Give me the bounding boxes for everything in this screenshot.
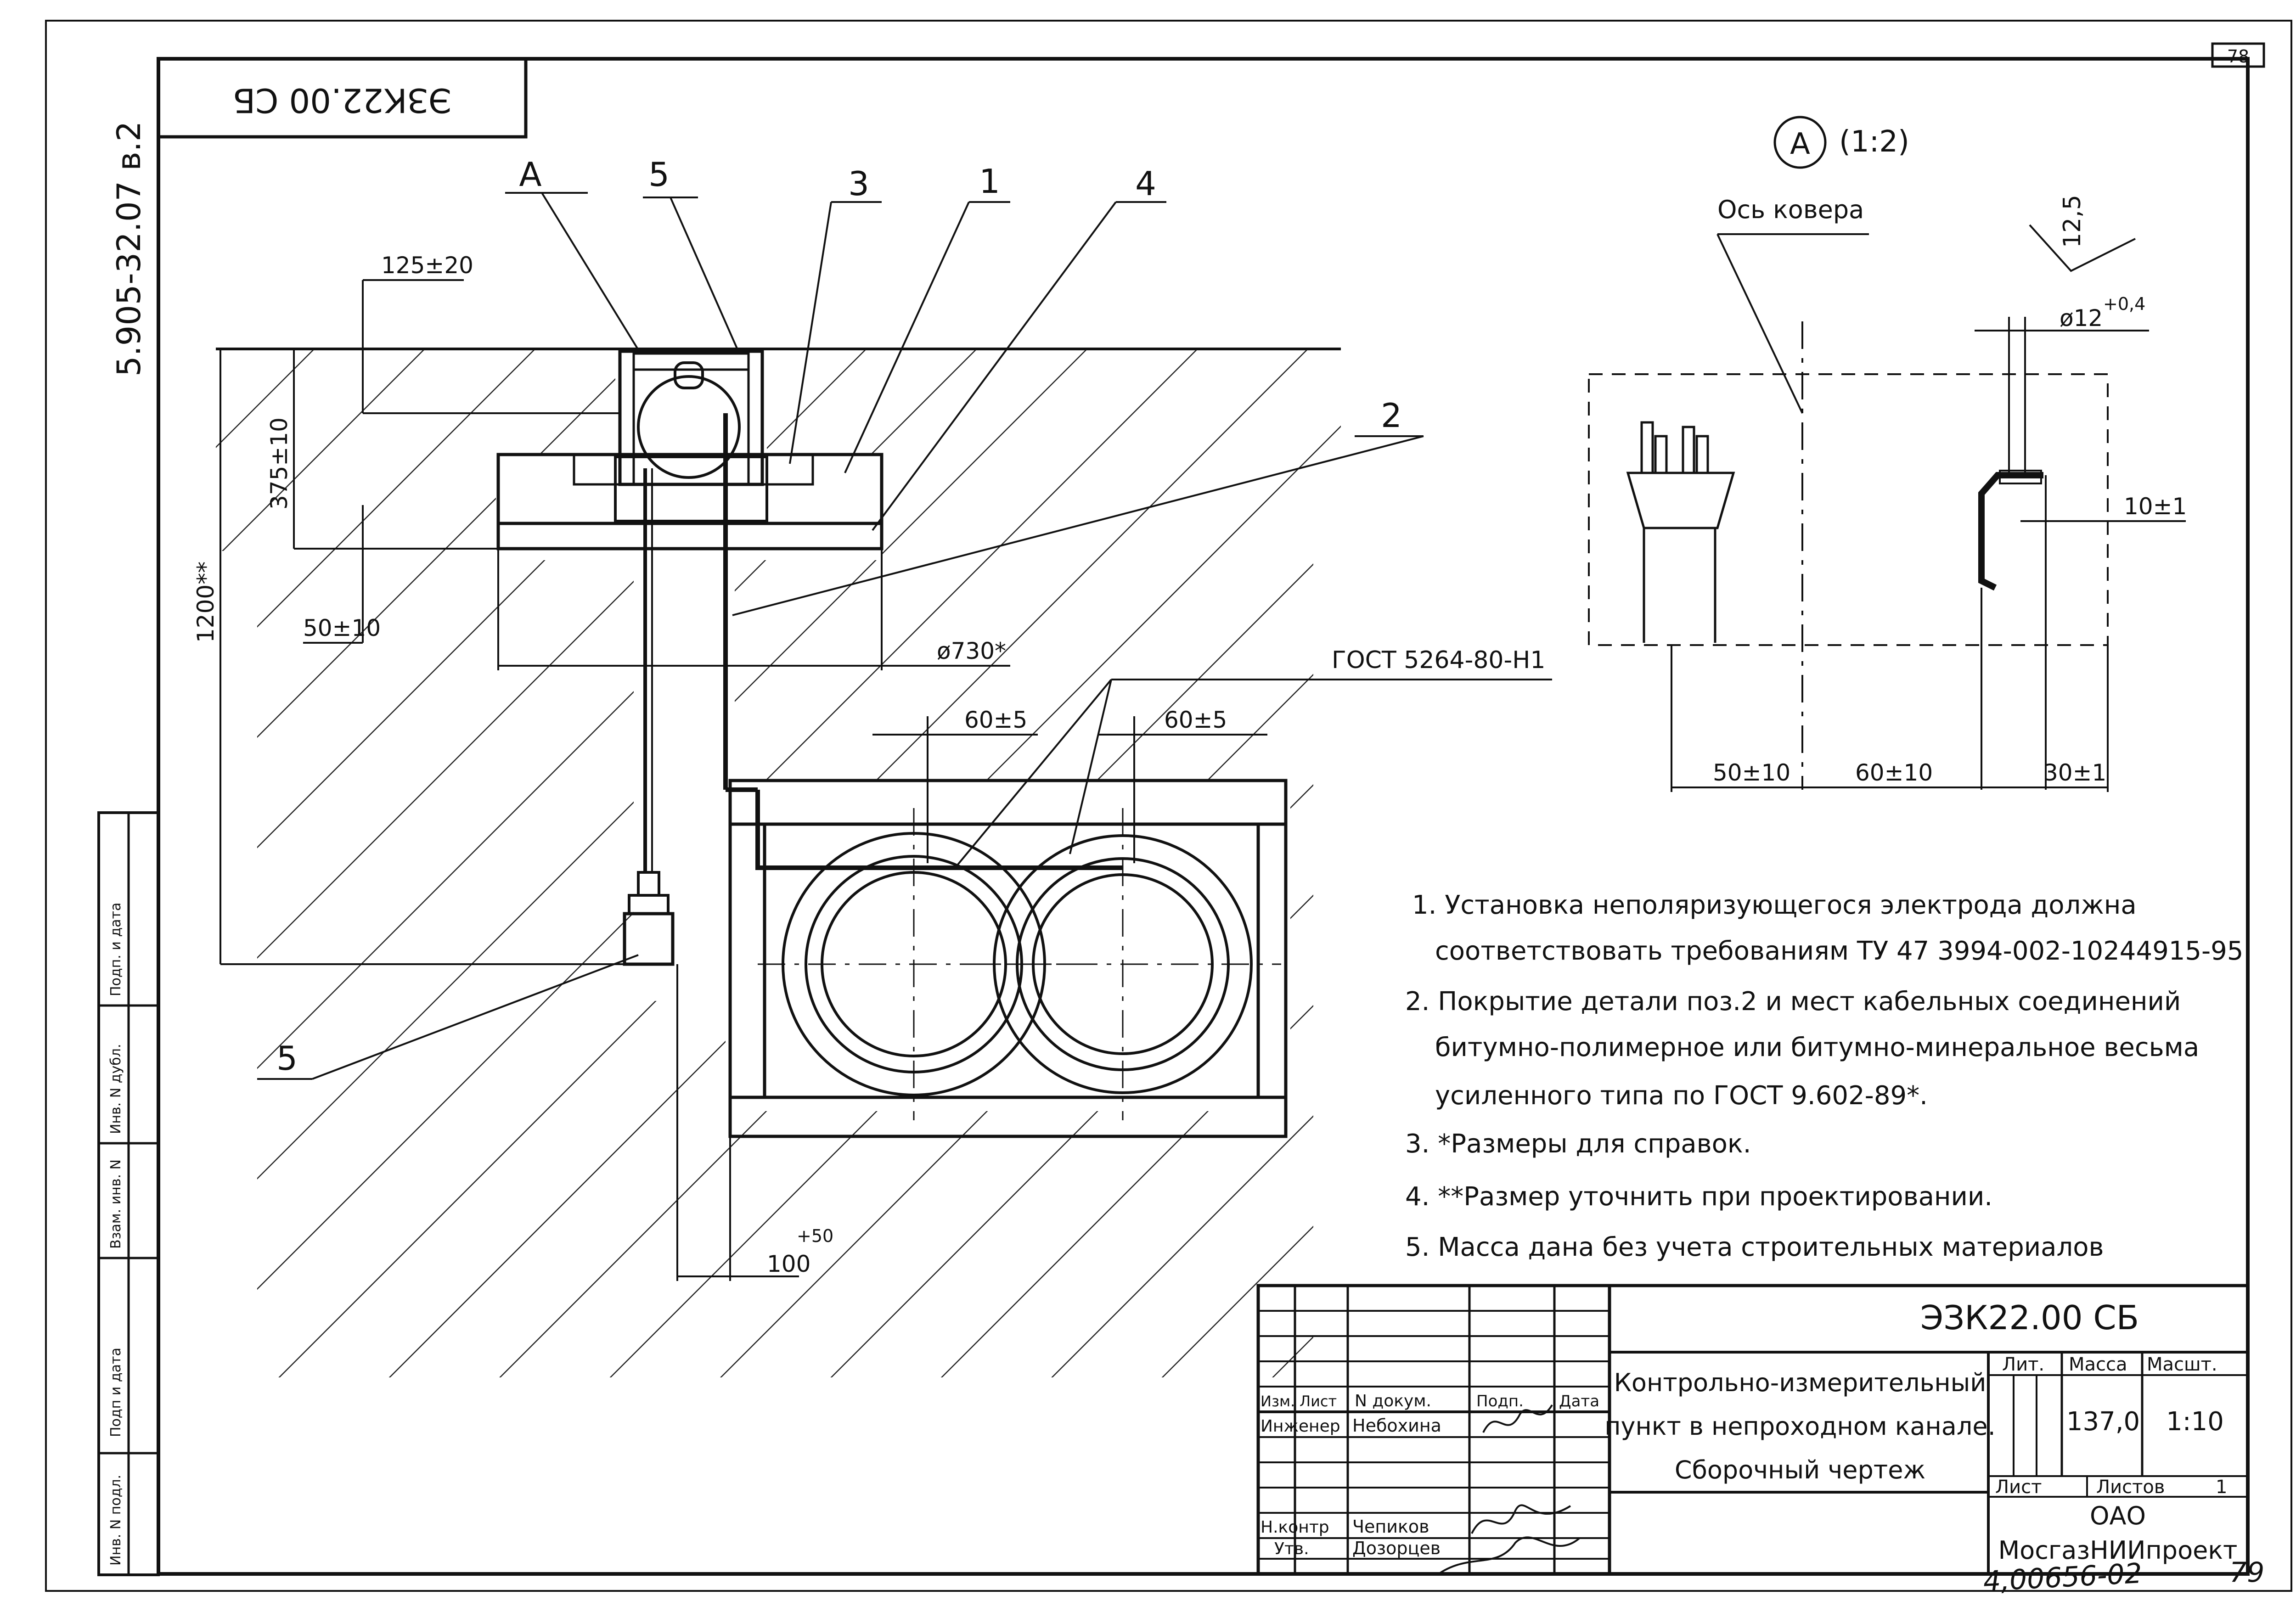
note-line-1: 1. Установка неполяризующегося электрода… <box>1412 890 2137 920</box>
callout-A: A <box>519 155 541 194</box>
callout-4: 4 <box>1135 164 1156 203</box>
detail-dim-10: 10±1 <box>2124 493 2187 520</box>
note-line-3: 2. Покрытие детали поз.2 и мест кабельны… <box>1405 987 2181 1017</box>
col-sign: Подп. <box>1476 1392 1524 1410</box>
dim-100: 100 <box>767 1251 810 1277</box>
detail-hole: ø12 <box>2060 305 2103 331</box>
signature-approve <box>1436 1536 1581 1576</box>
mass-value: 137,0 <box>2066 1407 2140 1437</box>
note-line-8: 5. Масса дана без учета строительных мат… <box>1405 1232 2104 1262</box>
stamp-podp-data-1: Подп и дата <box>108 1348 124 1437</box>
signature-control <box>1471 1504 1571 1534</box>
cover-carpet <box>573 349 814 486</box>
detail-dim-50: 50±10 <box>1713 759 1790 786</box>
role-approve: Утв. <box>1274 1539 1309 1558</box>
scale-value: 1:10 <box>2166 1407 2224 1437</box>
dim-1200: 1200** <box>192 562 219 643</box>
stamp-vzam: Взам. инв. N <box>108 1159 124 1249</box>
org-line-2: МосгазНИИпроект <box>1998 1536 2238 1565</box>
stamp-podp-data-2: Подп. и дата <box>108 903 124 996</box>
name-engineer: Небохина <box>1352 1416 1441 1436</box>
dim-60-left: 60±5 <box>964 707 1027 733</box>
dim-125: 125±20 <box>381 252 473 279</box>
callout-2: 2 <box>1381 396 1402 435</box>
col-doc: N докум. <box>1355 1392 1431 1410</box>
note-line-6: 3. *Размеры для справок. <box>1405 1129 1751 1159</box>
callout-3: 3 <box>848 164 869 203</box>
dim-100-tol: +50 <box>797 1226 833 1246</box>
detail-dim-60: 60±10 <box>1855 759 1933 786</box>
note-line-4: битумно-полимерное или битумно-минеральн… <box>1435 1033 2199 1062</box>
main-section-view: A 5 3 1 4 2 5 125±20 375±10 1200** 50±10… <box>192 155 1552 1377</box>
outer-frame <box>45 20 2292 1592</box>
callout-1: 1 <box>979 162 1000 201</box>
col-date: Дата <box>1559 1392 1599 1410</box>
dim-60-right: 60±5 <box>1164 707 1227 733</box>
dim-50: 50±10 <box>303 615 381 641</box>
dim-730: ø730* <box>937 638 1006 664</box>
detail-roughness: 12,5 <box>2059 195 2086 248</box>
title-line-3: Сборочный чертеж <box>1675 1455 1925 1484</box>
dim-375: 375±10 <box>266 417 293 510</box>
title-line-1: Контрольно-измерительный <box>1614 1368 1986 1397</box>
rotated-designation: ЭЗК22.00 СБ <box>233 81 451 119</box>
detail-marker-circle <box>1773 116 1827 169</box>
sheets-value: 1 <box>2216 1477 2227 1498</box>
col-izm: Изм. <box>1261 1393 1295 1410</box>
title-line-2: пункт в непроходном канале. <box>1604 1412 1996 1441</box>
designation: ЭЗК22.00 СБ <box>1920 1298 2139 1337</box>
concrete-slab <box>496 453 884 551</box>
series-code: 5.905-32.07 в.2 <box>110 121 148 376</box>
callout-5-top: 5 <box>648 155 670 194</box>
name-control: Чепиков <box>1352 1517 1429 1537</box>
callout-5-bottom: 5 <box>276 1039 298 1078</box>
detail-scale: (1:2) <box>1839 125 1909 159</box>
note-line-7: 4. **Размер уточнить при проектировании. <box>1405 1182 1992 1212</box>
title-block: Изм. Лист N докум. Подп. Дата Инженер Не… <box>1256 1284 2250 1576</box>
technical-notes: 1. Установка неполяризующегося электрода… <box>1405 890 2251 1262</box>
page-number: 78 <box>2227 46 2249 67</box>
detail-hole-tol: +0,4 <box>2103 294 2145 314</box>
signature-engineer <box>1482 1404 1553 1433</box>
note-line-2: соответствовать требованиям ТУ 47 3994-0… <box>1435 936 2251 966</box>
role-engineer: Инженер <box>1261 1417 1340 1436</box>
name-approve: Дозорцев <box>1352 1538 1441 1558</box>
mass-label: Масса <box>2069 1354 2127 1375</box>
role-control: Н.контр <box>1261 1518 1329 1537</box>
lit-label: Лит. <box>2002 1354 2044 1375</box>
sheet-label: Лист <box>1995 1477 2042 1498</box>
detail-dim-30: 30±1 <box>2043 759 2106 786</box>
detail-axis-label: Ось ковера <box>1717 195 1864 224</box>
stamp-inv-dubl: Инв. N дубл. <box>108 1044 124 1135</box>
left-stamp: Инв. N подл. Подп и дата Взам. инв. N Ин… <box>97 811 160 1576</box>
electrode <box>623 871 675 966</box>
sheet-number-bottom: 79 <box>2229 1556 2264 1589</box>
dim-gost: ГОСТ 5264-80-Н1 <box>1332 646 1545 674</box>
sheets-label: Листов <box>2096 1477 2165 1498</box>
stamp-inv-podl: Инв. N подл. <box>108 1475 124 1566</box>
detail-view-a: А (1:2) Ось ковера 12,5 ø12 +0,4 10±1 <box>1588 116 2187 792</box>
org-line-1: ОАО <box>2090 1501 2146 1530</box>
note-line-5: усиленного типа по ГОСТ 9.602-89*. <box>1435 1081 1928 1111</box>
detail-marker: А <box>1790 127 1810 161</box>
col-list: Лист <box>1300 1393 1337 1410</box>
scale-label: Масшт. <box>2147 1354 2217 1375</box>
channel <box>728 779 1288 1138</box>
